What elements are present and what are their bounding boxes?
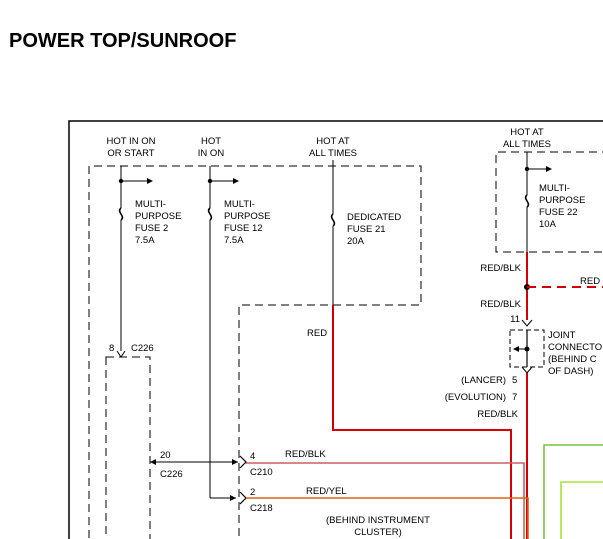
- fuse12-arrow-c218: [230, 495, 236, 501]
- fuse22-label-2: PURPOSE: [539, 195, 585, 206]
- c218-label: C218: [250, 503, 273, 514]
- fuse21-label-2: FUSE 21: [347, 224, 386, 235]
- wire-label-red-blk-4: RED/BLK: [285, 449, 326, 460]
- c210-arrow: [232, 459, 238, 465]
- fuse22-label-3: FUSE 22: [539, 207, 578, 218]
- variant-evolution-pin: 7: [512, 392, 517, 403]
- joint-label-2: CONNECTOR: [548, 342, 603, 353]
- c218-terminal: [239, 491, 247, 505]
- fuse12-label-2: PURPOSE: [224, 211, 270, 222]
- wire-label-red-blk-3: RED/BLK: [477, 409, 518, 420]
- fuse12-label-3: FUSE 12: [224, 223, 263, 234]
- fuse22-symbol: [524, 194, 530, 208]
- wire-label-red: RED: [307, 328, 327, 339]
- joint-top-terminal: [521, 319, 533, 327]
- red-blk-wire-c210: [246, 462, 525, 539]
- source-hot-in-on-or-start-1: HOT IN ON: [107, 136, 156, 147]
- joint-pin: 11: [510, 314, 520, 325]
- source-hot-in-on-or-start-2: OR START: [107, 148, 154, 159]
- diagram-frame: [68, 120, 603, 539]
- c210-pin: 4: [250, 451, 255, 462]
- c226-mid-arrow: [150, 459, 156, 465]
- green-wire-inner: [560, 481, 603, 539]
- joint-bottom-terminal: [521, 366, 533, 374]
- source-hot-at-all-times-1a: HOT AT: [316, 136, 350, 147]
- fuse21-label-1: DEDICATED: [347, 212, 401, 223]
- joint-label-4: OF DASH): [548, 366, 593, 377]
- wire-label-red-blk-2: RED/BLK: [480, 299, 521, 310]
- fuse12-branch-arrow: [233, 178, 239, 184]
- c226-mid-pin: 20: [160, 450, 171, 461]
- fuse21-label-3: 20A: [347, 236, 365, 247]
- fuse2-branch-arrow: [147, 178, 153, 184]
- source-hot-in-on-2: IN ON: [198, 148, 225, 159]
- wire-label-red-blk-1: RED/BLK: [480, 263, 521, 274]
- fuse2-label-3: FUSE 2: [135, 223, 168, 234]
- fuse2-label-1: MULTI-: [135, 199, 166, 210]
- note-behind-cluster-1: (BEHIND INSTRUMENT: [326, 515, 430, 526]
- variant-evolution: (EVOLUTION): [445, 392, 506, 403]
- note-behind-cluster-2: CLUSTER): [354, 527, 402, 538]
- fuse12-label-1: MULTI-: [224, 199, 255, 210]
- joint-label-1: JOINT: [548, 330, 576, 341]
- red-yel-wire-c218: [246, 497, 529, 539]
- c226-module-dashed: [105, 356, 151, 539]
- fuse12-label-4: 7.5A: [224, 235, 244, 246]
- red-wire-fuse21: [332, 305, 512, 539]
- source-hot-at-all-times-1b: ALL TIMES: [309, 148, 357, 159]
- wire-label-red-right: RED: [580, 276, 600, 287]
- fuse12-symbol: [207, 207, 213, 221]
- fuse22-label-4: 10A: [539, 219, 557, 230]
- c210-terminal: [239, 455, 247, 469]
- joint-branch-arrow: [513, 346, 519, 352]
- fuse22-branch-arrow: [546, 166, 552, 172]
- variant-lancer-pin: 5: [512, 375, 517, 386]
- green-wire-outer: [543, 444, 603, 539]
- c226-top-terminal: [116, 350, 126, 358]
- c226-mid-label: C226: [160, 469, 183, 480]
- fuse21-symbol: [330, 213, 336, 227]
- fuse22-label-1: MULTI-: [539, 183, 570, 194]
- page-title: POWER TOP/SUNROOF: [9, 30, 237, 52]
- variant-lancer: (LANCER): [461, 375, 506, 386]
- wire-label-red-yel: RED/YEL: [306, 486, 347, 497]
- fuse-box-right-dashed: [495, 151, 603, 253]
- joint-label-3: (BEHIND C: [548, 354, 597, 365]
- c218-pin: 2: [250, 487, 255, 498]
- source-hot-at-all-times-2a: HOT AT: [510, 127, 544, 138]
- fuse2-label-2: PURPOSE: [135, 211, 181, 222]
- fuse2-label-4: 7.5A: [135, 235, 155, 246]
- fuse-box-left-dashed: [88, 165, 422, 539]
- c210-label: C210: [250, 467, 273, 478]
- c226-top-label: C226: [131, 343, 154, 354]
- c226-top-pin: 8: [109, 343, 114, 354]
- fuse2-symbol: [118, 207, 124, 221]
- source-hot-at-all-times-2b: ALL TIMES: [503, 139, 551, 150]
- source-hot-in-on-1: HOT: [201, 136, 221, 147]
